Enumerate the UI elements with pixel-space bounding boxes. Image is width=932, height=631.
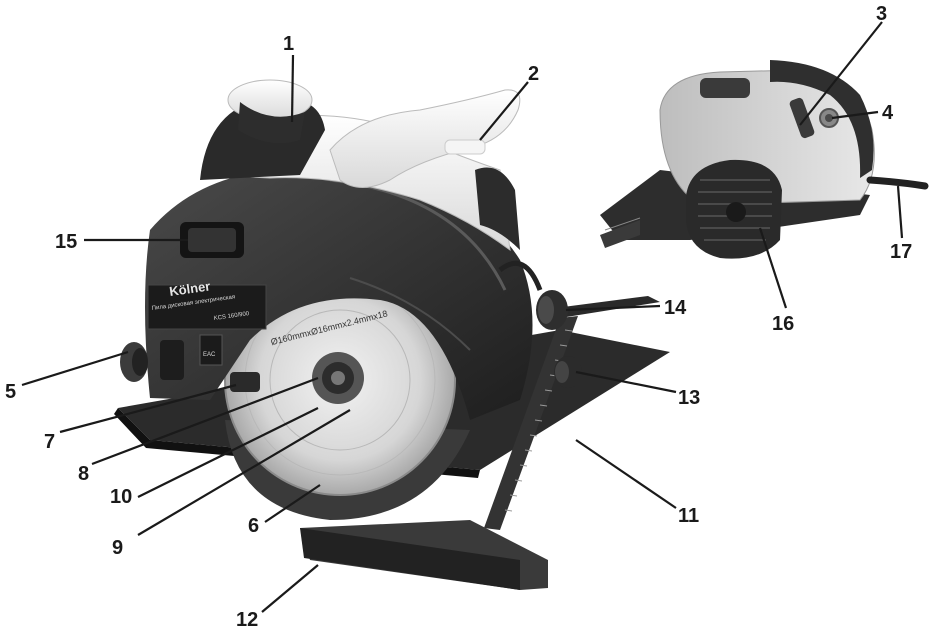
callout-12: 12: [236, 609, 258, 631]
callout-14: 14: [664, 297, 687, 319]
callout-15: 15: [55, 231, 77, 253]
callout-7: 7: [44, 431, 55, 453]
callout-13: 13: [678, 387, 700, 409]
spindle-lock[interactable]: [230, 372, 260, 392]
main-view: Ø160mmxØ16mmx2.4mmx18 Kölner Пила дисков…: [114, 79, 670, 590]
callout-5: 5: [5, 381, 16, 403]
switch-lock[interactable]: [789, 97, 816, 139]
rear-view: [600, 60, 929, 259]
callout-17: 17: [890, 241, 912, 263]
cert-mark: EAC: [203, 352, 216, 358]
leader-lines: [21, 21, 904, 613]
brand-logo: Kölner: [168, 278, 211, 299]
callout-8: 8: [78, 463, 89, 485]
callout-6: 6: [248, 515, 259, 537]
callout-2: 2: [528, 63, 539, 85]
callout-labels: 1 2 3 4 5 6 7 8 9 10 11 12 13 14 15 16 1…: [5, 3, 912, 631]
nameplate: Kölner Пила дисковая электрическая KCS 1…: [147, 278, 267, 366]
power-cable: [866, 176, 929, 190]
rip-fence-scale: [504, 329, 573, 512]
main-handle[interactable]: [329, 89, 521, 188]
callout-4: 4: [882, 102, 894, 124]
callout-11: 11: [678, 505, 699, 527]
callout-16: 16: [772, 313, 794, 335]
callout-1: 1: [283, 33, 294, 55]
callout-10: 10: [110, 486, 132, 508]
callout-9: 9: [112, 537, 123, 559]
model-number: KCS 160/900: [213, 311, 250, 322]
callout-3: 3: [876, 3, 887, 25]
arbor-bolt: [331, 371, 345, 385]
rip-fence-rail: [540, 296, 660, 318]
